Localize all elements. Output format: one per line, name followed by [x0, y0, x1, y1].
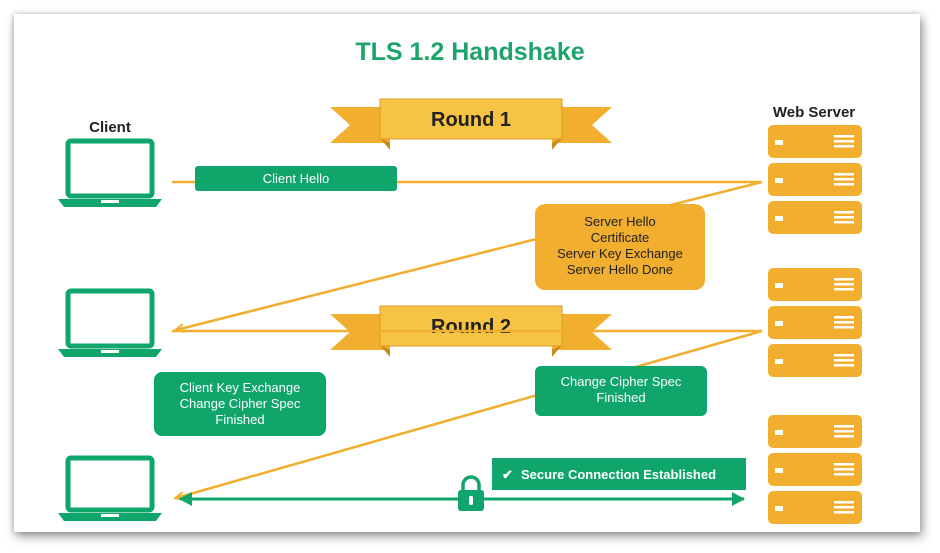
- client-msg-line: Change Cipher Spec: [180, 396, 301, 411]
- server-finished-box: [535, 366, 707, 416]
- client-msg-line: Finished: [215, 412, 264, 427]
- lock-icon: [458, 475, 484, 511]
- server-msg2-line: Change Cipher Spec: [561, 374, 682, 389]
- secure-connection-banner: [492, 458, 746, 490]
- check-icon: ✔: [502, 467, 513, 482]
- client-key-exchange-box: [154, 372, 326, 436]
- round1-label: Round 1: [431, 109, 511, 131]
- server-msg-line: Certificate: [591, 230, 650, 245]
- server-stack-icon: [768, 125, 862, 234]
- server-msg2-line: Finished: [596, 390, 645, 405]
- client-laptop-icon: [58, 455, 162, 521]
- page-title: TLS 1.2 Handshake: [355, 38, 584, 66]
- client-hello-text: Client Hello: [263, 171, 329, 186]
- secure-connection-text: Secure Connection Established: [521, 467, 716, 482]
- round2-label: Round 2: [431, 316, 511, 338]
- client-msg-line: Client Key Exchange: [180, 380, 301, 395]
- client-laptop-icon: [58, 138, 162, 207]
- server-label: Web Server: [773, 104, 855, 121]
- server-hello-box: [535, 204, 705, 290]
- client-label: Client: [89, 119, 131, 136]
- client-hello-box: [195, 166, 397, 191]
- round1-ribbon: Round 1: [330, 98, 612, 150]
- server-stack-icon: [768, 415, 862, 524]
- server-msg-line: Server Key Exchange: [557, 246, 683, 261]
- server-msg-line: Server Hello Done: [567, 262, 673, 277]
- server-msg-line: Server Hello: [584, 214, 656, 229]
- server-finished-arrow: [176, 329, 763, 498]
- server-stack-icon: [768, 268, 862, 377]
- client-laptop-icon: [58, 288, 162, 357]
